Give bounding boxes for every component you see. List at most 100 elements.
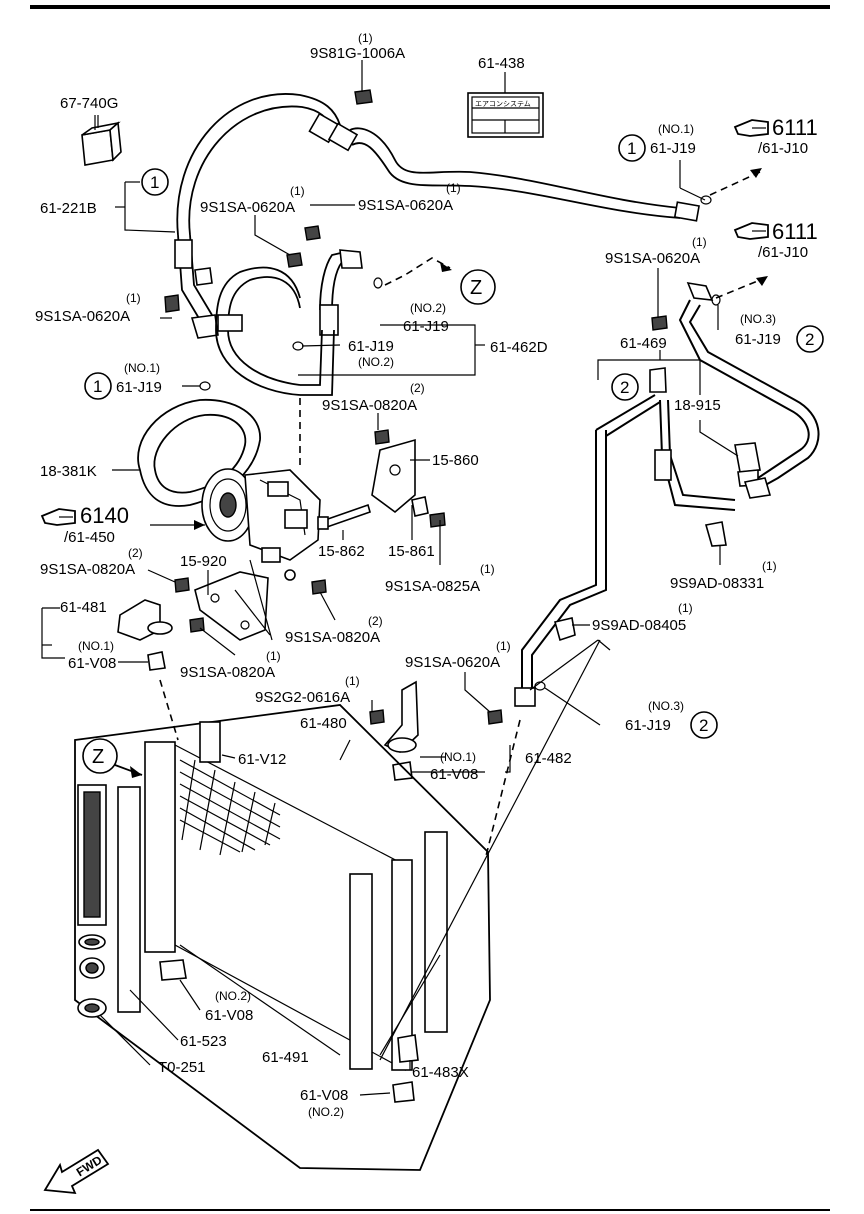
receiver-drier-t0-251 xyxy=(77,784,107,1018)
no-label-no2-d: (NO.2) xyxy=(308,1105,344,1119)
callout-2-a: 2 xyxy=(805,330,814,349)
qty-9s1sa-0820a-a: (2) xyxy=(410,381,425,395)
seal-strips xyxy=(117,721,448,1070)
callout-2-c: 2 xyxy=(699,716,708,735)
qty-9s2g2: (1) xyxy=(345,674,360,688)
hand-pointer-icon-6111-b xyxy=(733,222,769,240)
dashed-to-6111-b xyxy=(715,277,766,299)
top-border xyxy=(30,5,830,9)
part-label-61-221b: 61-221B xyxy=(40,200,97,217)
qty-9s1sa-d: (1) xyxy=(692,235,707,249)
callout-z-a: Z xyxy=(470,277,482,299)
part-label-9s1sa-0620a-e: 9S1SA-0620A xyxy=(405,654,500,671)
part-label-61-v08-a: 61-V08 xyxy=(68,655,116,672)
arrowhead-z xyxy=(440,262,452,272)
part-label-9s1sa-0820a-d: 9S1SA-0820A xyxy=(180,664,275,681)
callout-circles xyxy=(82,134,824,774)
qty-9s1sa-0820a-d: (1) xyxy=(266,649,281,663)
part-label-61-483x: 61-483X xyxy=(412,1064,469,1081)
part-label-15-920: 15-920 xyxy=(180,553,227,570)
part-label-9s1sa-0620a-c: 9S1SA-0620A xyxy=(35,308,130,325)
callout-1-b: 1 xyxy=(627,139,636,158)
qty-9s1sa-c: (1) xyxy=(126,291,141,305)
no-label-no3-a: (NO.3) xyxy=(740,312,776,326)
fwd-arrow-icon xyxy=(43,1148,110,1195)
label-plate-text: エアコンシステム xyxy=(475,100,531,108)
part-label-15-861: 15-861 xyxy=(388,543,435,560)
part-label-61-438: 61-438 xyxy=(478,55,525,72)
part-label-t0-251: T0-251 xyxy=(158,1059,206,1076)
part-label-61-480: 61-480 xyxy=(300,715,347,732)
arrowhead-6111-b xyxy=(756,276,768,286)
part-label-18-915: 18-915 xyxy=(674,397,721,414)
callout-1-c: 1 xyxy=(93,377,102,396)
qty-9s9ad-08405: (1) xyxy=(678,601,693,615)
part-label-61-j19-b: 61-J19 xyxy=(403,318,449,335)
dashed-to-6111-a xyxy=(709,171,761,196)
pipe-18-915 xyxy=(678,281,820,547)
compressor xyxy=(201,468,321,581)
ref-6140: 6140 xyxy=(80,503,129,528)
relay-67-740g xyxy=(81,115,122,166)
part-label-9s1sa-0620a-b: 9S1SA-0620A xyxy=(358,197,453,214)
callout-2-b: 2 xyxy=(620,378,629,397)
part-label-61-491: 61-491 xyxy=(262,1049,309,1066)
liquid-pipe-61-469 xyxy=(514,367,736,707)
drive-belt-18-381k xyxy=(137,399,261,507)
part-label-9s1sa-0820a-a: 9S1SA-0820A xyxy=(322,397,417,414)
part-label-9s1sa-0820a-b: 9S1SA-0820A xyxy=(40,561,135,578)
callout-z-b: Z xyxy=(92,746,104,768)
qty-9s1sa-0820a-b: (2) xyxy=(128,546,143,560)
no-label-no1-c: (NO.1) xyxy=(78,639,114,653)
ref-61-j10-a: /61-J10 xyxy=(758,140,808,157)
fasteners xyxy=(164,89,668,725)
dashed-to-z xyxy=(384,257,451,286)
ref-6111-a: 6111 xyxy=(772,115,818,140)
label-plate-61-438 xyxy=(467,92,544,138)
condenser-61-480 xyxy=(144,741,419,1103)
ref-61-450: /61-450 xyxy=(64,529,115,546)
bracket-61-482 xyxy=(383,680,419,781)
no-label-no1-d: (NO.1) xyxy=(440,750,476,764)
part-label-61-j19-a: 61-J19 xyxy=(650,140,696,157)
part-label-9s1sa-0620a-a: 9S1SA-0620A xyxy=(200,199,295,216)
dashed-condenser-right xyxy=(484,719,521,861)
bolt-15-862 xyxy=(317,503,371,530)
suction-hose-61-221b xyxy=(174,93,712,339)
ref-61-j10-b: /61-J10 xyxy=(758,244,808,261)
part-label-61-j19-c: 61-J19 xyxy=(348,338,394,355)
part-label-9s2g2-0616a: 9S2G2-0616A xyxy=(255,689,350,706)
part-label-9s9ad-08405: 9S9AD-08405 xyxy=(592,617,686,634)
part-label-67-740g: 67-740G xyxy=(60,95,118,112)
part-label-61-v12: 61-V12 xyxy=(238,751,286,768)
part-label-61-v08-c: 61-V08 xyxy=(205,1007,253,1024)
no-label-no3-b: (NO.3) xyxy=(648,699,684,713)
qty-9s1sa-b: (1) xyxy=(446,181,461,195)
qty-9s1sa-0820a-c: (2) xyxy=(368,614,383,628)
bracket-15-920 xyxy=(194,571,269,641)
no-label-no2-b: (NO.2) xyxy=(358,355,394,369)
part-label-61-v08-d: 61-V08 xyxy=(300,1087,348,1104)
dashed-bracket-down xyxy=(159,679,179,741)
part-label-61-v08-b: 61-V08 xyxy=(430,766,478,783)
part-label-9s1sa-0820a-c: 9S1SA-0820A xyxy=(285,629,380,646)
no-label-no2-c: (NO.2) xyxy=(215,989,251,1003)
arrowhead-6140 xyxy=(194,520,205,530)
part-label-9s1sa-0620a-d: 9S1SA-0620A xyxy=(605,250,700,267)
part-label-61-462d: 61-462D xyxy=(490,339,548,356)
part-label-61-j19-d: 61-J19 xyxy=(735,331,781,348)
callout-1-a: 1 xyxy=(150,173,159,192)
part-label-18-381k: 18-381K xyxy=(40,463,97,480)
part-label-9s81g-1006a: 9S81G-1006A xyxy=(310,45,405,62)
qty-9s1sa-a: (1) xyxy=(290,184,305,198)
part-label-9s1sa-0825a: 9S1SA-0825A xyxy=(385,578,480,595)
compressor-bracket-15-860 xyxy=(371,438,429,517)
discharge-hose-61-462d xyxy=(215,249,363,396)
part-label-15-862: 15-862 xyxy=(318,543,365,560)
qty-9s81g: (1) xyxy=(358,31,373,45)
hand-pointer-icon-6140 xyxy=(40,508,76,526)
bracket-61-481 xyxy=(117,599,173,671)
no-label-no1-b: (NO.1) xyxy=(124,361,160,375)
ref-6111-b: 6111 xyxy=(772,219,818,244)
part-label-15-860: 15-860 xyxy=(432,452,479,469)
